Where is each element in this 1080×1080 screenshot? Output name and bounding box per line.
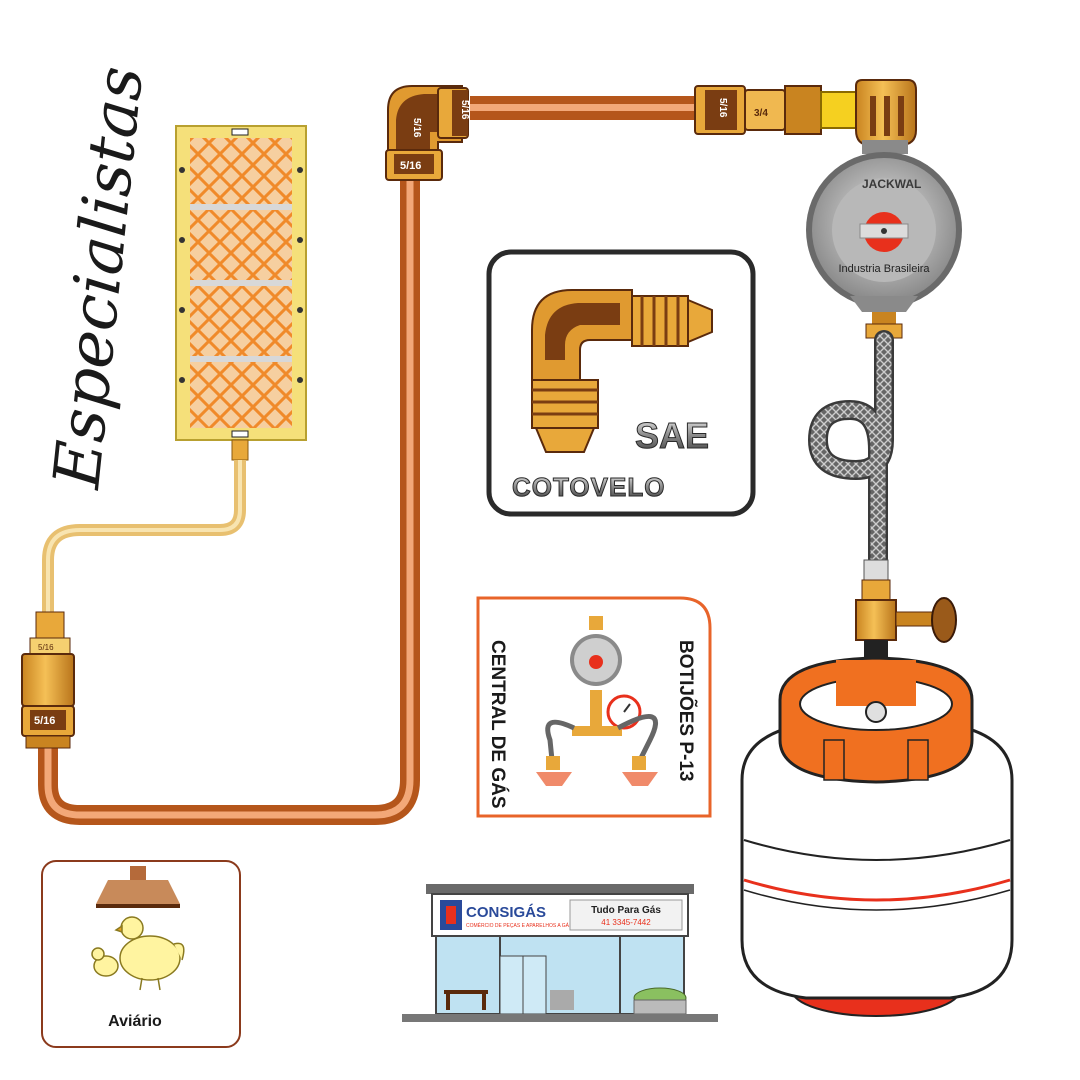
infrared-burner	[175, 125, 307, 461]
elbow-fitting: 5/16 5/16 5/16	[385, 85, 470, 181]
regulator-brand: JACKWAL	[862, 177, 921, 191]
elbow-side-label: 5/16	[459, 100, 470, 120]
consigas-store: CONSIGÁS COMÉRCIO DE PEÇAS E APARELHOS A…	[402, 884, 718, 1022]
store-name: CONSIGÁS	[466, 904, 546, 921]
union-fitting-right: 5/16 3/4	[694, 79, 917, 146]
copper-pipe-main	[38, 170, 420, 825]
sae-badge: SAE	[635, 415, 709, 456]
burner-adapter-label: 5/16	[38, 643, 54, 652]
central-card-title: BOTIJÕES P-13	[675, 640, 697, 782]
braided-hose	[807, 330, 894, 581]
aviario-label: Aviário	[108, 1013, 162, 1030]
side-script-text: Especialistas	[40, 63, 158, 493]
chicken-icon	[91, 916, 185, 991]
store-phone: 41 3345-7442	[601, 918, 651, 927]
aviario-card: Aviário	[41, 860, 241, 1048]
gas-cylinder	[740, 656, 1014, 1017]
gas-regulator: JACKWAL Industria Brasileira	[806, 140, 962, 339]
cylinder-valve	[855, 579, 957, 700]
central-gas-card: BOTIJÕES P-13 CENTRAL DE GÁS	[476, 596, 712, 818]
regulator-label: Industria Brasileira	[838, 263, 930, 275]
burner-feed-hose	[42, 460, 246, 612]
cotovelo-card: SAE COTOVELO	[486, 249, 756, 517]
store-tagline: COMÉRCIO DE PEÇAS E APARELHOS A GÁS	[466, 922, 573, 929]
manifold-illustration	[536, 616, 658, 786]
union-label-1: 5/16	[717, 98, 728, 118]
elbow-nut-label: 5/16	[400, 160, 421, 172]
copper-pipe-top	[470, 96, 700, 120]
sae-elbow-illustration	[531, 289, 713, 453]
store-slogan: Tudo Para Gás	[591, 905, 661, 916]
union-label-2: 3/4	[754, 108, 768, 119]
burner-adapter: 5/16 5/16	[21, 611, 75, 749]
cotovelo-label: COTOVELO	[512, 472, 665, 502]
central-card-subtitle: CENTRAL DE GÁS	[487, 640, 509, 809]
burner-nut-label: 5/16	[34, 715, 55, 727]
elbow-top-label: 5/16	[411, 118, 422, 138]
heater-lamp-icon	[96, 866, 180, 908]
